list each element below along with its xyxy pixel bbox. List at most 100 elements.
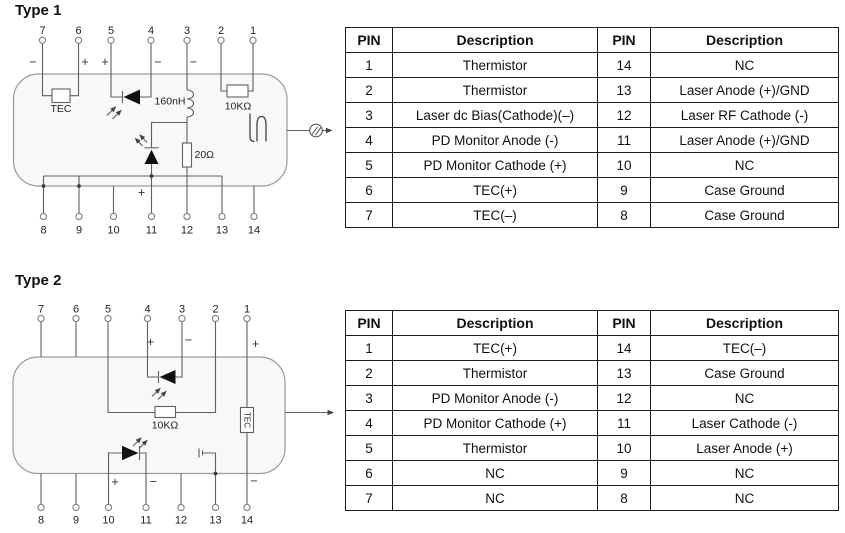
component-labels: TEC 160nH 20Ω 10KΩ bbox=[51, 96, 252, 162]
type2-heading: Type 2 bbox=[15, 272, 62, 289]
pin-label: 3 bbox=[179, 304, 185, 316]
pin-circle bbox=[37, 503, 45, 512]
description-cell: NC bbox=[650, 460, 839, 486]
pin-cell: 6 bbox=[345, 177, 393, 203]
sign: + bbox=[138, 186, 145, 200]
inductor-label: 160nH bbox=[155, 96, 186, 108]
pin-label: 10 bbox=[102, 515, 114, 527]
pin-cell: 3 bbox=[345, 385, 393, 411]
type1-pin-table: PIN Description PIN Description 1 Thermi… bbox=[345, 27, 839, 228]
col-header-pin: PIN bbox=[345, 310, 393, 336]
description-cell: Thermistor bbox=[392, 77, 598, 103]
pin-circle bbox=[177, 503, 185, 512]
pin-cell: 11 bbox=[597, 127, 651, 153]
pin-label: 11 bbox=[140, 515, 151, 527]
wires bbox=[41, 43, 333, 214]
tec-label: TEC bbox=[243, 412, 252, 428]
sign: − bbox=[29, 55, 36, 69]
pin-circles bbox=[37, 314, 251, 512]
pin-circle bbox=[143, 314, 152, 323]
pin-cell: 5 bbox=[345, 152, 393, 178]
pin-cell: 6 bbox=[345, 460, 393, 486]
pin-cell: 1 bbox=[345, 335, 393, 361]
pin-label: 7 bbox=[38, 304, 44, 316]
pin-circle bbox=[211, 503, 220, 512]
description-cell: Thermistor bbox=[392, 360, 598, 386]
description-cell: Thermistor bbox=[392, 52, 598, 78]
pin-label: 5 bbox=[105, 304, 111, 316]
pin-circle bbox=[109, 212, 118, 221]
sign: − bbox=[154, 55, 161, 69]
type2-butterfly-diagram: TEC 7 6 5 4 3 2 1 8 9 10 11 12 13 14 bbox=[12, 304, 335, 527]
pin-label: 1 bbox=[244, 304, 250, 316]
col-header-pin: PIN bbox=[345, 27, 393, 53]
pin-labels-bottom: 8 9 10 11 12 13 14 bbox=[40, 225, 260, 237]
description-cell: NC bbox=[650, 152, 839, 178]
sign: − bbox=[250, 474, 257, 488]
col-header-description: Description bbox=[650, 27, 839, 53]
pin-labels-top: 7 6 5 4 3 2 1 bbox=[39, 25, 256, 37]
pin-circle bbox=[211, 314, 220, 323]
laser-diode bbox=[122, 437, 148, 461]
pin-label: 4 bbox=[144, 304, 150, 316]
wires bbox=[40, 322, 335, 505]
col-header-description: Description bbox=[392, 27, 598, 53]
sign: − bbox=[190, 55, 197, 69]
pin-circle bbox=[142, 503, 150, 512]
laser-diode bbox=[134, 134, 159, 164]
pin-circles bbox=[38, 36, 258, 221]
pin-label: 5 bbox=[108, 25, 114, 37]
pin-circle bbox=[107, 36, 115, 44]
pin-cell: 14 bbox=[597, 335, 651, 361]
header-row: PIN Description PIN Description bbox=[345, 27, 839, 53]
header-row: PIN Description PIN Description bbox=[345, 310, 839, 336]
fiber-connector-icon bbox=[309, 123, 323, 138]
description-cell: Laser RF Cathode (-) bbox=[650, 102, 839, 128]
pin-circle bbox=[178, 314, 186, 323]
pin-cell: 4 bbox=[345, 127, 393, 153]
col-header-description: Description bbox=[650, 310, 839, 336]
pin-label: 3 bbox=[184, 25, 190, 37]
description-cell: Case Ground bbox=[650, 202, 839, 228]
package-case bbox=[12, 356, 286, 475]
thermistor-resistor bbox=[154, 405, 177, 419]
pin-circle bbox=[104, 314, 112, 323]
col-header-description: Description bbox=[392, 310, 598, 336]
pin-cell: 7 bbox=[345, 202, 393, 228]
pin-circle bbox=[147, 212, 156, 221]
pin-label: 7 bbox=[39, 25, 45, 37]
sign: − bbox=[185, 333, 192, 347]
thermistor-label: 10KΩ bbox=[152, 420, 179, 432]
pin-cell: 2 bbox=[345, 77, 393, 103]
monitor-photodiode bbox=[106, 89, 140, 120]
pin-label: 4 bbox=[148, 25, 154, 37]
pin-label: 6 bbox=[73, 304, 79, 316]
polarity-signs: − + + − − + bbox=[29, 55, 197, 200]
pin-circle bbox=[39, 212, 48, 221]
pin-cell: 10 bbox=[597, 435, 651, 461]
inductor-coil bbox=[186, 89, 195, 118]
description-cell: Laser Anode (+)/GND bbox=[650, 77, 839, 103]
table-row: 1 TEC(+) 14 TEC(–) bbox=[345, 335, 839, 361]
pin-labels-top: 7 6 5 4 3 2 1 bbox=[38, 304, 250, 316]
table-row: 6 TEC(+) 9 Case Ground bbox=[345, 177, 839, 203]
table-row: 3 PD Monitor Anode (-) 12 NC bbox=[345, 385, 839, 411]
description-cell: NC bbox=[650, 385, 839, 411]
pin-circle bbox=[183, 212, 191, 221]
junction-dot bbox=[213, 471, 218, 476]
table-row: 4 PD Monitor Cathode (+) 11 Laser Cathod… bbox=[345, 410, 839, 436]
table-row: 7 NC 8 NC bbox=[345, 485, 839, 511]
pin-labels-bottom: 8 9 10 11 12 13 14 bbox=[38, 515, 253, 527]
pin-label: 8 bbox=[38, 515, 44, 527]
pin-circle bbox=[74, 36, 83, 44]
pin-label: 13 bbox=[216, 225, 228, 237]
pin-cell: 8 bbox=[597, 485, 651, 511]
table-row: 7 TEC(–) 8 Case Ground bbox=[345, 202, 839, 228]
table-row: 2 Thermistor 13 Case Ground bbox=[345, 360, 839, 386]
pin-circle bbox=[75, 212, 83, 221]
pin-circle bbox=[250, 212, 258, 221]
pin-circle bbox=[217, 36, 225, 44]
pin-circle bbox=[38, 36, 47, 44]
thermistor-label: 10KΩ bbox=[225, 101, 252, 113]
sign: + bbox=[101, 55, 108, 69]
